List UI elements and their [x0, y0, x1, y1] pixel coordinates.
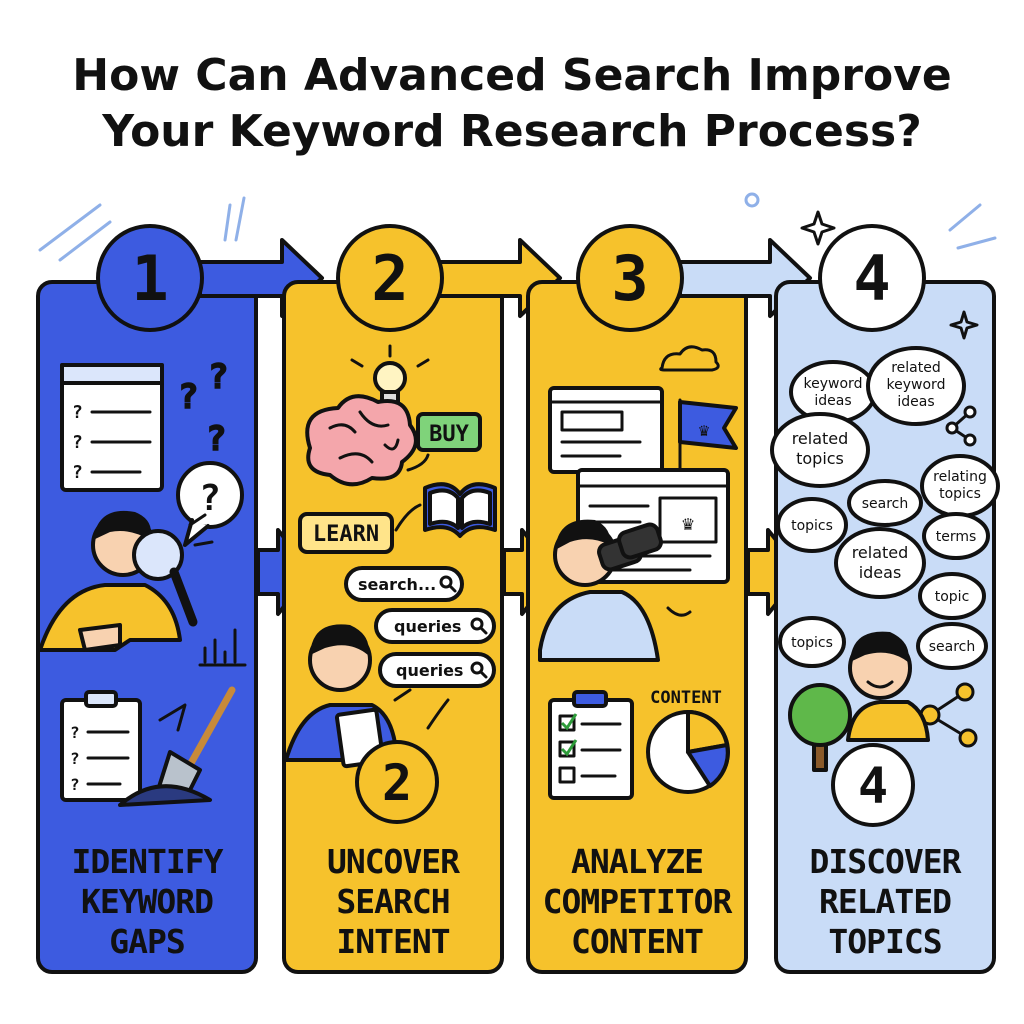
network-icon-2 [919, 682, 978, 748]
bubble-topics: topics [776, 497, 848, 553]
svg-text:ideas: ideas [859, 563, 902, 582]
svg-text:?: ? [70, 749, 80, 768]
bar-chart-icon [198, 628, 247, 667]
step-2-number: 2 [371, 242, 408, 315]
svg-text:keyword: keyword [804, 376, 863, 392]
svg-text:related: related [852, 543, 909, 562]
step-4-label: DISCOVER RELATED TOPICS [809, 842, 962, 961]
bubble-topic: topic [918, 572, 986, 620]
bubble-topics-2: topics [778, 616, 846, 668]
svg-text:ideas: ideas [814, 393, 851, 409]
panel-3: 3 ♛ ♛ [526, 224, 812, 974]
svg-text:keyword: keyword [887, 377, 946, 393]
content-chart-label: CONTENT [650, 688, 722, 708]
step-4-badge [831, 743, 915, 827]
svg-text:related: related [891, 360, 941, 376]
title-line-1: How Can Advanced Search Improve [72, 50, 952, 101]
svg-text:topics: topics [939, 486, 981, 502]
sparkle-icon-2 [949, 310, 979, 340]
svg-text:topics: topics [791, 518, 833, 534]
svg-text:terms: terms [936, 529, 977, 545]
svg-text:LEARN: LEARN [313, 522, 379, 547]
checklist-icon-3 [548, 690, 634, 800]
bubble-related-ideas: related ideas [834, 527, 926, 599]
svg-text:search: search [929, 639, 976, 655]
step-3-label: ANALYZE COMPETITOR CONTENT [542, 842, 733, 961]
step-4-number: 4 [853, 242, 890, 315]
title-line-2: Your Keyword Research Process? [102, 106, 922, 157]
step-3-number: 3 [611, 242, 648, 315]
svg-text:relating: relating [933, 469, 987, 485]
page-title: How Can Advanced Search Improve Your Key… [0, 48, 1024, 160]
panel-1: 1 ? ? ? ? ? ? ? [36, 224, 324, 974]
svg-text:search...: search... [358, 575, 436, 594]
brain-icon [305, 394, 418, 487]
svg-text:?: ? [206, 419, 226, 459]
speech-bubble-question-icon: ? [176, 461, 244, 547]
svg-text:topic: topic [935, 589, 970, 605]
bubble-search: search [847, 479, 923, 527]
buy-tag: BUY [406, 412, 482, 472]
svg-text:topics: topics [796, 449, 844, 468]
browser-window-icon [548, 386, 664, 474]
person-smiling-icon [846, 631, 930, 742]
svg-text:BUY: BUY [429, 422, 469, 447]
step-2-badge [355, 740, 439, 824]
tree-icon [788, 683, 852, 772]
bubble-related-keyword-ideas: related keyword ideas [866, 346, 966, 426]
svg-text:♛: ♛ [682, 511, 694, 535]
search-box-1: search... [344, 566, 464, 602]
step-2-badge-number: 2 [382, 754, 412, 812]
step-4-circle [818, 224, 926, 332]
decor-lines [38, 192, 997, 262]
step-1-label: IDENTIFY KEYWORD GAPS [71, 842, 224, 961]
svg-text:related: related [792, 429, 849, 448]
svg-text:?: ? [70, 775, 80, 794]
search-box-2: queries [374, 608, 496, 644]
binoculars-icon [538, 519, 692, 662]
checklist-icon: ? ? ? [60, 363, 164, 492]
question-marks-icon: ? ? ? [177, 356, 229, 460]
bubble-search-2: search [916, 622, 988, 670]
svg-text:?: ? [208, 357, 228, 397]
panel-4: 4 keyword ideas related keyword ideas re… [770, 210, 1000, 974]
svg-text:?: ? [199, 478, 221, 519]
bubble-related-topics: related topics [770, 412, 870, 488]
svg-text:?: ? [70, 723, 80, 742]
step-1-circle [96, 224, 204, 332]
clipboard-icon: ? ? ? [60, 690, 142, 802]
search-box-3: queries [378, 652, 496, 688]
step-3-circle [576, 224, 684, 332]
cloud-icon [659, 345, 720, 372]
shovel-icon [118, 686, 236, 807]
pie-chart-icon: CONTENT [646, 688, 730, 794]
network-icon [945, 405, 977, 447]
panel-2: 2 BUY LEARN [282, 224, 562, 974]
svg-text:?: ? [72, 432, 83, 453]
learn-tag: LEARN [298, 503, 422, 554]
svg-text:search: search [862, 496, 909, 512]
book-icon [423, 482, 497, 538]
trophy-flag-icon: ♛ [678, 398, 738, 472]
svg-text:♛: ♛ [699, 420, 710, 441]
sparkle-icon [800, 210, 836, 246]
step-2-label: UNCOVER SEARCH INTENT [326, 842, 460, 961]
svg-text:ideas: ideas [897, 394, 934, 410]
bubble-terms: terms [922, 512, 990, 560]
svg-text:?: ? [72, 462, 83, 483]
bubble-relating-topics: relating topics [920, 454, 1000, 518]
svg-text:?: ? [178, 377, 198, 417]
svg-text:queries: queries [396, 661, 463, 680]
svg-text:topics: topics [791, 635, 833, 651]
svg-text:?: ? [72, 402, 83, 423]
person-magnifying-glass-icon [38, 510, 214, 652]
step-4-badge-number: 4 [858, 757, 888, 815]
step-2-circle [336, 224, 444, 332]
step-1-number: 1 [131, 242, 168, 315]
svg-text:queries: queries [394, 617, 461, 636]
bubble-keyword-ideas: keyword ideas [789, 360, 877, 424]
